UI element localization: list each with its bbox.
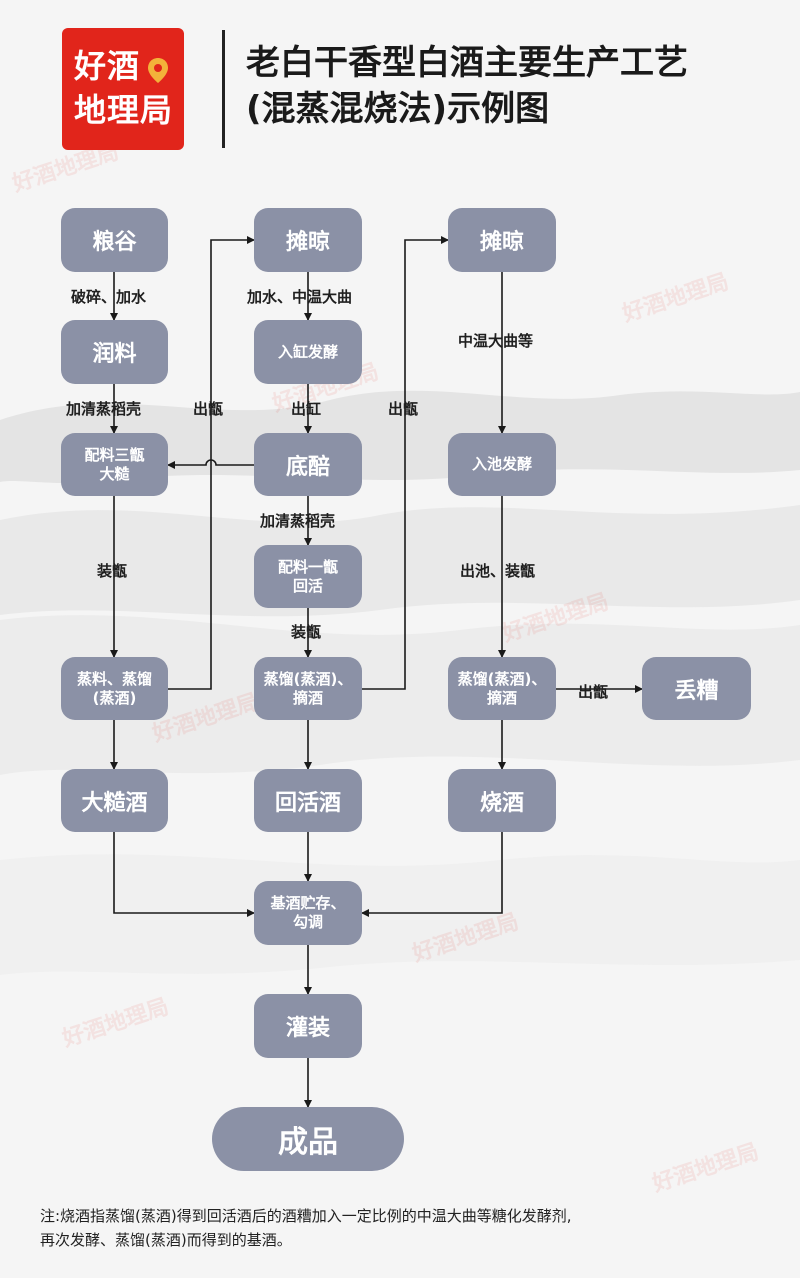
logo-line1: 好酒: [74, 47, 141, 85]
arrow-shao-storage: [361, 832, 503, 917]
node-storage: 基酒贮存、 勾调: [254, 881, 362, 945]
label-out-zeng-a: 出甑: [193, 400, 224, 418]
node-grain: 粮谷: [61, 208, 168, 272]
node-spread1: 摊晾: [254, 208, 362, 272]
header-divider: [222, 30, 225, 148]
label-daqu-etc: 中温大曲等: [458, 332, 534, 350]
node-spread2: 摊晾: [448, 208, 556, 272]
label-out-vat: 出缸: [291, 400, 322, 418]
node-huihuo-liquor: 回活酒: [254, 769, 362, 832]
title-line1: 老白干香型白酒主要生产工艺: [246, 43, 688, 83]
label-add-husk-a: 加清蒸稻壳: [66, 400, 142, 418]
footnote-line1: 注:烧酒指蒸馏(蒸酒)得到回活酒后的酒糟加入一定比例的中温大曲等糖化发酵剂,: [40, 1207, 572, 1225]
footnote-line2: 再次发酵、蒸馏(蒸酒)而得到的基酒。: [40, 1231, 292, 1249]
label-out-zeng-b: 出甑: [388, 400, 419, 418]
brand-logo: 好酒 地理局: [62, 28, 184, 150]
node-mix-three: 配料三甑 大糙: [61, 433, 168, 496]
node-pool-ferment: 入池发酵: [448, 433, 556, 496]
label-out-zeng-c: 出甑: [578, 683, 609, 701]
logo-line2: 地理局: [74, 91, 174, 129]
node-steam-c: 蒸馏(蒸酒)、 摘酒: [448, 657, 556, 720]
node-vat-ferment: 入缸发酵: [254, 320, 362, 384]
node-base-mash: 底醅: [254, 433, 362, 496]
arrow-dacao-storage: [113, 832, 255, 917]
title-line2: (混蒸混烧法)示例图: [246, 89, 550, 129]
node-steam-b: 蒸馏(蒸酒)、 摘酒: [254, 657, 362, 720]
header: 好酒 地理局 老白干香型白酒主要生产工艺 (混蒸混烧法)示例图: [0, 0, 800, 160]
node-mix-one: 配料一甑 回活: [254, 545, 362, 608]
label-add-husk-b: 加清蒸稻壳: [260, 512, 336, 530]
arrow-steam-a-spread1: [168, 236, 255, 690]
node-filling: 灌装: [254, 994, 362, 1058]
node-moisten: 润料: [61, 320, 168, 384]
node-shao-liquor: 烧酒: [448, 769, 556, 832]
node-dacao-liquor: 大糙酒: [61, 769, 168, 832]
node-product: 成品: [212, 1107, 404, 1171]
label-out-pool-load: 出池、装甑: [460, 562, 536, 580]
label-load-b: 装甑: [291, 623, 322, 641]
page-title: 老白干香型白酒主要生产工艺 (混蒸混烧法)示例图: [246, 40, 786, 132]
label-water-daqu: 加水、中温大曲: [247, 288, 353, 306]
label-crush-water: 破碎、加水: [71, 288, 147, 306]
node-steam-a: 蒸料、蒸馏 (蒸酒): [61, 657, 168, 720]
location-pin-icon: [148, 58, 168, 83]
arrow-steam-b-spread2: [362, 236, 449, 690]
node-discard: 丢糟: [642, 657, 751, 720]
label-load-a: 装甑: [97, 562, 128, 580]
footnote: 注:烧酒指蒸馏(蒸酒)得到回活酒后的酒糟加入一定比例的中温大曲等糖化发酵剂, 再…: [40, 1204, 780, 1252]
